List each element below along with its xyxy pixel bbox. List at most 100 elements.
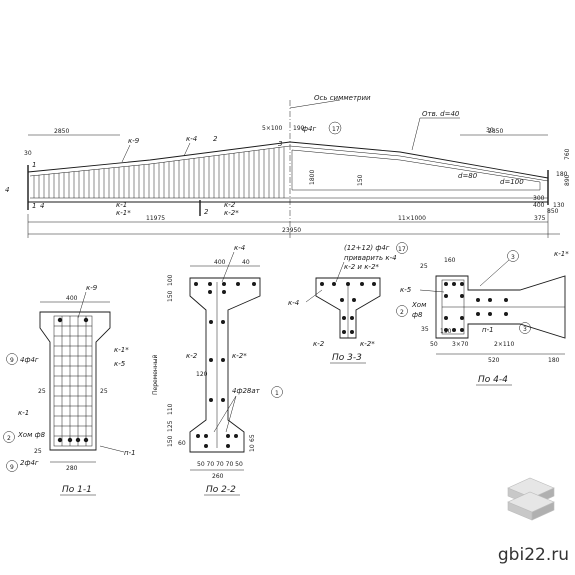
rebar-dot xyxy=(452,282,456,286)
sec11-ref9a: 9 xyxy=(10,357,14,364)
rebar-dot xyxy=(234,434,238,438)
rebar-dot xyxy=(342,330,346,334)
rebar-dot xyxy=(476,298,480,302)
dim-left-bottom: 11975 xyxy=(146,215,165,222)
rebar-dot xyxy=(340,298,344,302)
rebar-dot xyxy=(452,328,456,332)
rebar-dot xyxy=(204,444,208,448)
rebar-dot xyxy=(320,282,324,286)
web-opening xyxy=(291,149,541,191)
rebar-dot xyxy=(488,298,492,302)
section-4-4-outline xyxy=(435,275,566,339)
rebar-dot xyxy=(57,437,63,443)
rebar-dot xyxy=(236,282,240,286)
sec44-hom2: ф8 xyxy=(412,311,423,319)
sec22-leader-rebar-a xyxy=(213,395,237,433)
sec11-dim-25b: 25 xyxy=(100,388,108,395)
rod-ref: 17 xyxy=(332,126,340,133)
sec22-label-k2: к-2 xyxy=(186,352,198,360)
label-k1: к-1 xyxy=(116,201,127,209)
rebar-dot xyxy=(222,290,226,294)
sec44-label-k1s: к-1* xyxy=(554,250,569,258)
rod-ref-circle xyxy=(328,121,342,135)
rebar-dot xyxy=(346,282,350,286)
sec22-dim-150: 150 xyxy=(167,290,174,302)
rebar-dot xyxy=(222,282,226,286)
section-3-3-outline xyxy=(315,277,381,339)
section-mark-2: 2 xyxy=(204,208,209,216)
sec22-ref1-circle xyxy=(271,386,283,398)
dim-r-400: 400 xyxy=(533,202,545,209)
dim-left-30: 30 xyxy=(24,150,32,157)
rebar-dot xyxy=(372,282,376,286)
dim-r-180: 180 xyxy=(556,171,568,178)
leader-k4 xyxy=(183,142,191,157)
sec22-dim-110: 110 xyxy=(167,403,174,415)
rebar-dot xyxy=(252,282,256,286)
beam-elevation: Ось симметрии Отв. d=40 ф4г 17 к-9 к-4 2… xyxy=(5,94,571,240)
rebar-dot xyxy=(504,312,508,316)
sec11-label-k5: к-5 xyxy=(114,360,126,368)
sec44-ref3a-circle xyxy=(507,250,519,262)
sec44-ref2-circle xyxy=(396,305,408,317)
sec22-dim-125: 125 xyxy=(167,420,174,432)
sec44-dim-520: 520 xyxy=(488,357,500,364)
sec44-dim-spacing2: 2×110 xyxy=(494,341,514,348)
rebar-dot xyxy=(209,320,213,324)
sec44-dim-25: 25 xyxy=(420,263,428,270)
sec44-title: По 4-4 xyxy=(478,375,508,385)
sec22-dim-top: 400 xyxy=(214,259,226,266)
label-k1s: к-1* xyxy=(116,209,131,217)
section-3-3-rebars xyxy=(320,282,376,334)
rebar-dot xyxy=(221,320,225,324)
rod-label: ф4г xyxy=(302,125,316,133)
sec44-dim-160: 160 xyxy=(444,257,456,264)
label-k9: к-9 xyxy=(128,137,140,145)
section-mark-1-bottom: 1 xyxy=(32,202,36,210)
label-k4-num: 2 xyxy=(213,135,218,143)
rebar-dot xyxy=(83,317,89,323)
sec11-ref9b-circle xyxy=(6,460,18,472)
rebar-dot xyxy=(196,434,200,438)
section-2-2: 400 40 150 100 120 110 125 150 65 10 60 … xyxy=(152,244,283,496)
sec22-dim-bottom: 260 xyxy=(212,473,224,480)
sec22-dim-60: 60 xyxy=(178,440,186,447)
dim-h-150: 150 xyxy=(357,174,364,186)
label-k2: к-2 xyxy=(224,201,236,209)
sec44-dim-35: 35 xyxy=(421,326,429,333)
rebar-dot xyxy=(208,282,212,286)
sec44-leader-3a xyxy=(479,259,510,287)
section-mark-1-top: 1 xyxy=(32,161,36,169)
sec11-ref2: 2 xyxy=(7,435,11,442)
sec22-leader-k4 xyxy=(221,251,235,283)
sec44-dim-50: 50 xyxy=(430,341,438,348)
sec11-dim-25a: 25 xyxy=(38,388,46,395)
dim-total: 23950 xyxy=(282,227,301,234)
label-k2s: к-2* xyxy=(224,209,239,217)
rebar-dot xyxy=(360,282,364,286)
dim-top-mid: 5×100 xyxy=(262,125,282,132)
dim-r-850: 850 xyxy=(547,208,559,215)
sec11-ref9a-circle xyxy=(6,353,18,365)
sec11-label-k1s: к-1* xyxy=(114,346,129,354)
dim-r-760: 760 xyxy=(564,148,571,160)
sec44-hom: Хом xyxy=(411,301,427,309)
rebar-dot xyxy=(444,328,448,332)
sec11-leader-p1 xyxy=(99,445,125,453)
sec44-dim-spacing: 3×70 xyxy=(452,341,469,348)
sec11-title: По 1-1 xyxy=(62,485,92,495)
rebar-dot xyxy=(221,398,225,402)
sec44-ref3b-circle xyxy=(519,322,531,334)
sec33-ref-circle xyxy=(396,242,408,254)
section-1-1-cage xyxy=(53,315,93,447)
rebar-dot xyxy=(209,398,213,402)
dim-left-top: 2850 xyxy=(54,128,69,135)
rebar-dot xyxy=(460,282,464,286)
rebar-dot xyxy=(221,358,225,362)
section-3-3: (12+12) ф4г 17 приварить к-4 к-2 и к-2* … xyxy=(288,242,408,364)
dim-r-130: 130 xyxy=(553,202,565,209)
sec11-ref9b: 9 xyxy=(10,464,14,471)
sec33-label-k4: к-4 xyxy=(288,299,299,307)
rebar-dot xyxy=(504,298,508,302)
